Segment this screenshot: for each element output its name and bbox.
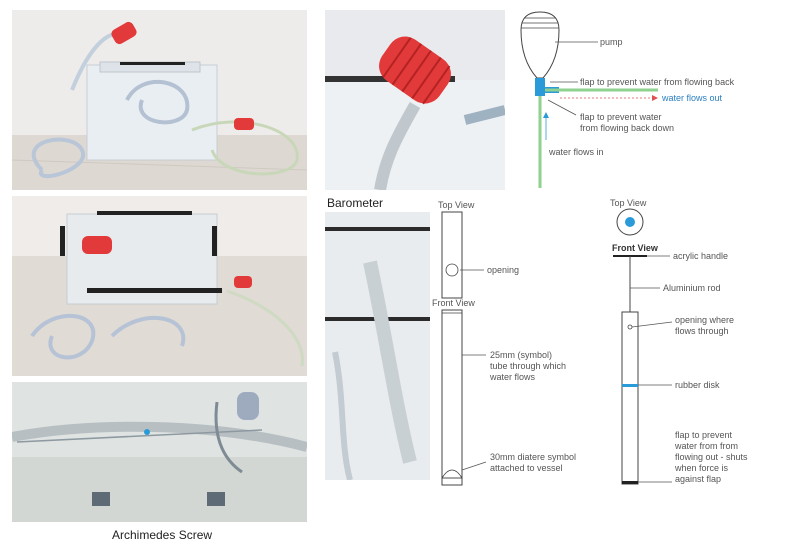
caption-barometer: Barometer <box>327 196 384 210</box>
label-rod-disk: rubber disk <box>675 380 720 390</box>
photo-archimedes-closeup <box>12 382 307 522</box>
label-rod-handle: acrylic handle <box>673 251 729 261</box>
photo-barometer-vessel <box>325 212 430 480</box>
label-flap-down: flap to prevent water from flowing back … <box>580 112 675 133</box>
label-rod-top-view: Top View <box>610 198 647 208</box>
label-flap-back: flap to prevent water from flowing back <box>580 77 735 87</box>
label-baro-front-view: Front View <box>432 298 475 308</box>
caption-archimedes: Archimedes Screw <box>112 528 213 542</box>
label-baro-top-view: Top View <box>438 200 475 210</box>
photo-barometer-pump <box>325 10 505 190</box>
label-water-flows-in: water flows in <box>549 147 604 157</box>
label-baro-opening: opening <box>487 265 520 275</box>
label-rod-flap: flap to prevent water from from flowing … <box>675 430 748 484</box>
photo-archimedes-side <box>12 10 307 190</box>
photo-archimedes-top <box>12 196 307 376</box>
label-pump: pump <box>600 37 623 47</box>
label-baro-tube: 25mm (symbol) tube through which water f… <box>490 350 567 382</box>
label-rod-opening: opening where flows through <box>675 315 735 336</box>
label-water-flows-out: water flows out <box>662 93 723 103</box>
label-rod-aluminium: Aluminium rod <box>663 283 721 293</box>
label-rod-front-view: Front View <box>612 243 658 253</box>
label-baro-diameter: 30mm diatere symbol attached to vessel <box>490 452 577 473</box>
